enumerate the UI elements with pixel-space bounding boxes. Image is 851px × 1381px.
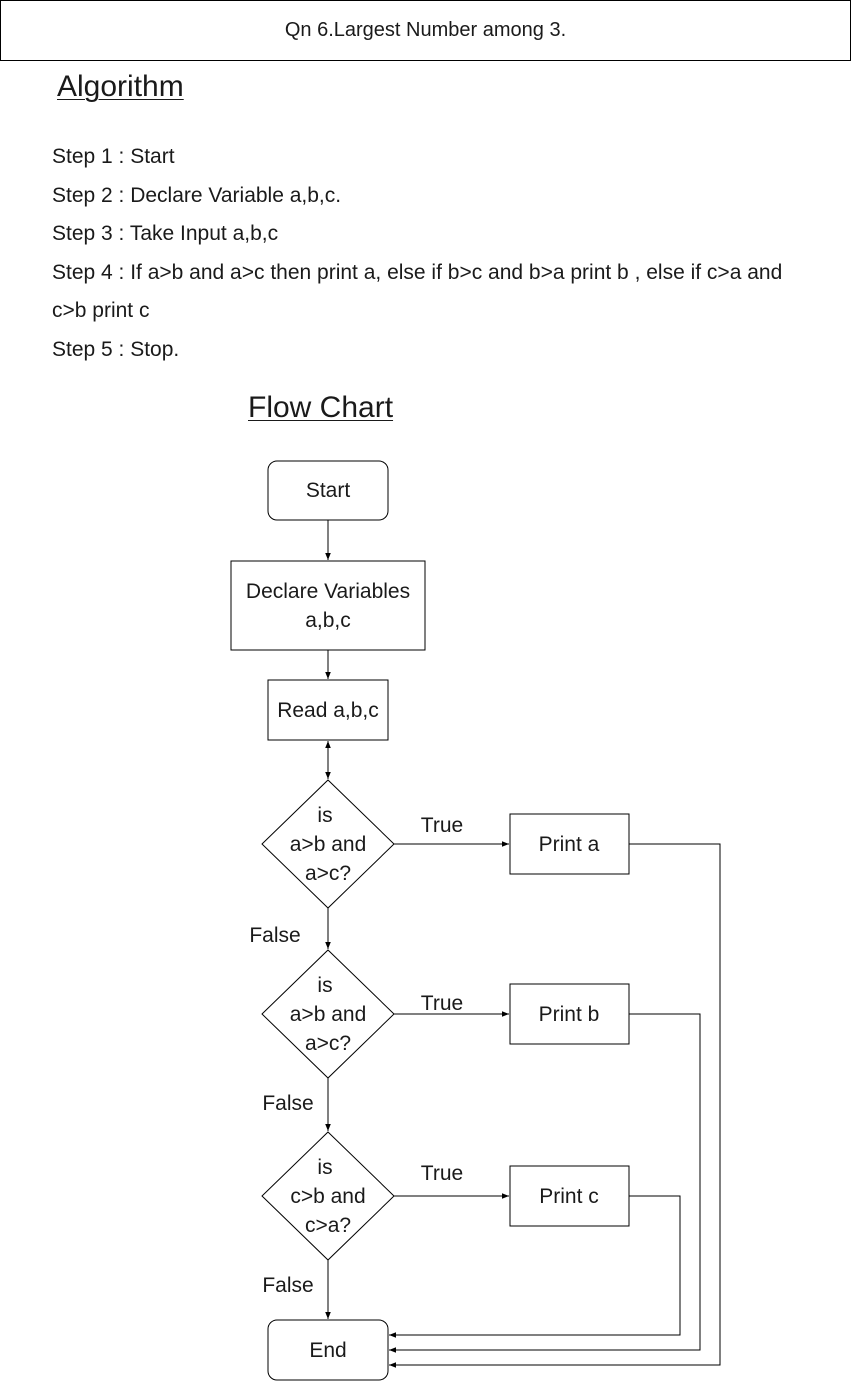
read-label: Read a,b,c <box>277 699 379 722</box>
decision-label-line: a>c? <box>305 1032 351 1055</box>
decision-node-1: is a>b and a>c? <box>261 779 395 909</box>
false-label: False <box>249 924 300 947</box>
algorithm-heading: Algorithm <box>57 70 184 103</box>
true-label: True <box>421 992 463 1015</box>
print-a-node: Print a <box>509 813 630 875</box>
start-label: Start <box>306 479 351 502</box>
algorithm-step: Step 5 : Stop. <box>52 337 180 361</box>
decision-label-line: is <box>317 804 332 827</box>
print-b-node: Print b <box>509 983 630 1045</box>
decision-label-line: a>c? <box>305 862 351 885</box>
decision-label-line: a>b and <box>290 833 367 856</box>
print-a-label: Print a <box>539 833 600 856</box>
false-label: False <box>262 1274 313 1297</box>
flowchart-heading: Flow Chart <box>248 391 394 424</box>
decision-node-3: is c>b and c>a? <box>261 1131 395 1261</box>
start-node: Start <box>267 460 389 521</box>
print-c-label: Print c <box>539 1185 599 1208</box>
read-input-node: Read a,b,c <box>267 679 389 741</box>
declare-label-line: Declare Variables <box>246 580 410 603</box>
algorithm-step: Step 1 : Start <box>52 145 175 168</box>
end-label: End <box>309 1339 346 1362</box>
return-arrow <box>389 843 721 1368</box>
end-node: End <box>267 1319 389 1381</box>
decision-label-line: c>b and <box>290 1185 365 1208</box>
print-b-label: Print b <box>539 1003 600 1026</box>
algorithm-step: Step 2 : Declare Variable a,b,c. <box>52 183 342 207</box>
decision-label-line: c>a? <box>305 1214 351 1237</box>
return-arrow <box>389 1013 701 1353</box>
algorithm-steps: Step 1 : Start Step 2 : Declare Variable… <box>52 138 822 369</box>
decision-label-line: is <box>317 974 332 997</box>
true-label: True <box>421 814 463 837</box>
false-label: False <box>262 1092 313 1115</box>
algorithm-step: Step 3 : Take Input a,b,c <box>52 222 279 245</box>
declare-label-line: a,b,c <box>305 609 351 632</box>
declare-variables-node: Declare Variables a,b,c <box>230 560 426 651</box>
return-arrow <box>389 1195 681 1338</box>
decision-label-line: is <box>317 1156 332 1179</box>
decision-label-line: a>b and <box>290 1003 367 1026</box>
decision-node-2: is a>b and a>c? <box>261 949 395 1079</box>
algorithm-step: Step 4 : If a>b and a>c then print a, el… <box>52 260 783 323</box>
print-c-node: Print c <box>509 1165 630 1227</box>
true-label: True <box>421 1162 463 1185</box>
